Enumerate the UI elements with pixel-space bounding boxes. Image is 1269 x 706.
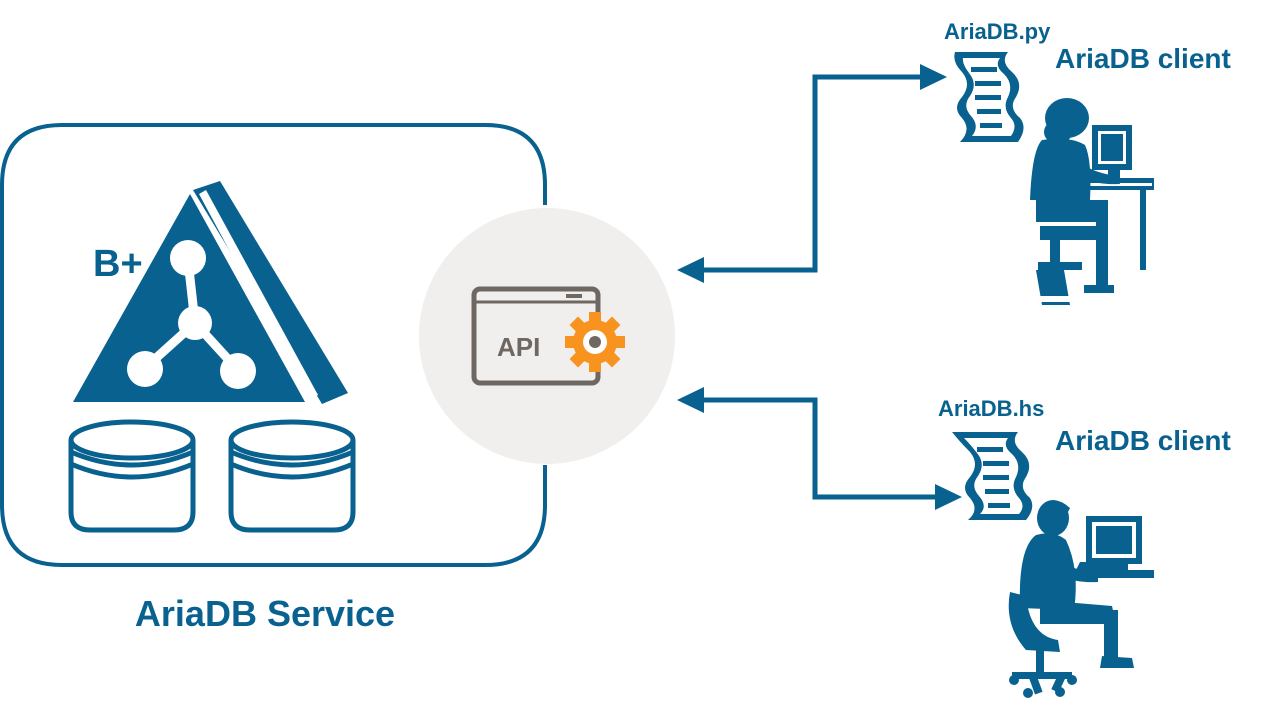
arrow-head-right-bottom	[935, 484, 962, 510]
api-node: API	[419, 208, 675, 464]
service-title: AriaDB Service	[135, 593, 395, 634]
script-document-icon	[952, 432, 1033, 520]
arrow-head-left-top	[677, 257, 704, 283]
service-container: B+	[0, 123, 547, 567]
arrow-head-right-top	[920, 64, 947, 90]
bplus-label: B+	[93, 243, 143, 285]
woman-at-computer-icon	[1030, 98, 1154, 305]
connector-top	[677, 64, 947, 283]
bplus-tree-icon	[73, 181, 348, 404]
man-at-computer-icon	[1008, 500, 1154, 698]
client-label: AriaDB client	[1055, 43, 1231, 74]
client-file-label: AriaDB.py	[944, 19, 1051, 44]
database-icon-right	[228, 419, 356, 533]
api-label: API	[497, 332, 540, 362]
api-circle	[419, 208, 675, 464]
script-document-icon	[954, 52, 1024, 142]
service-box	[0, 123, 547, 567]
gear-icon	[565, 312, 625, 372]
client-haskell: AriaDB.hs AriaDB client	[938, 396, 1231, 698]
database-icon-left	[68, 419, 196, 533]
connector-bottom	[677, 387, 962, 510]
client-label: AriaDB client	[1055, 425, 1231, 456]
client-python: AriaDB.py AriaDB client	[944, 19, 1231, 305]
client-file-label: AriaDB.hs	[938, 396, 1044, 421]
arrow-head-left-bottom	[677, 387, 704, 413]
